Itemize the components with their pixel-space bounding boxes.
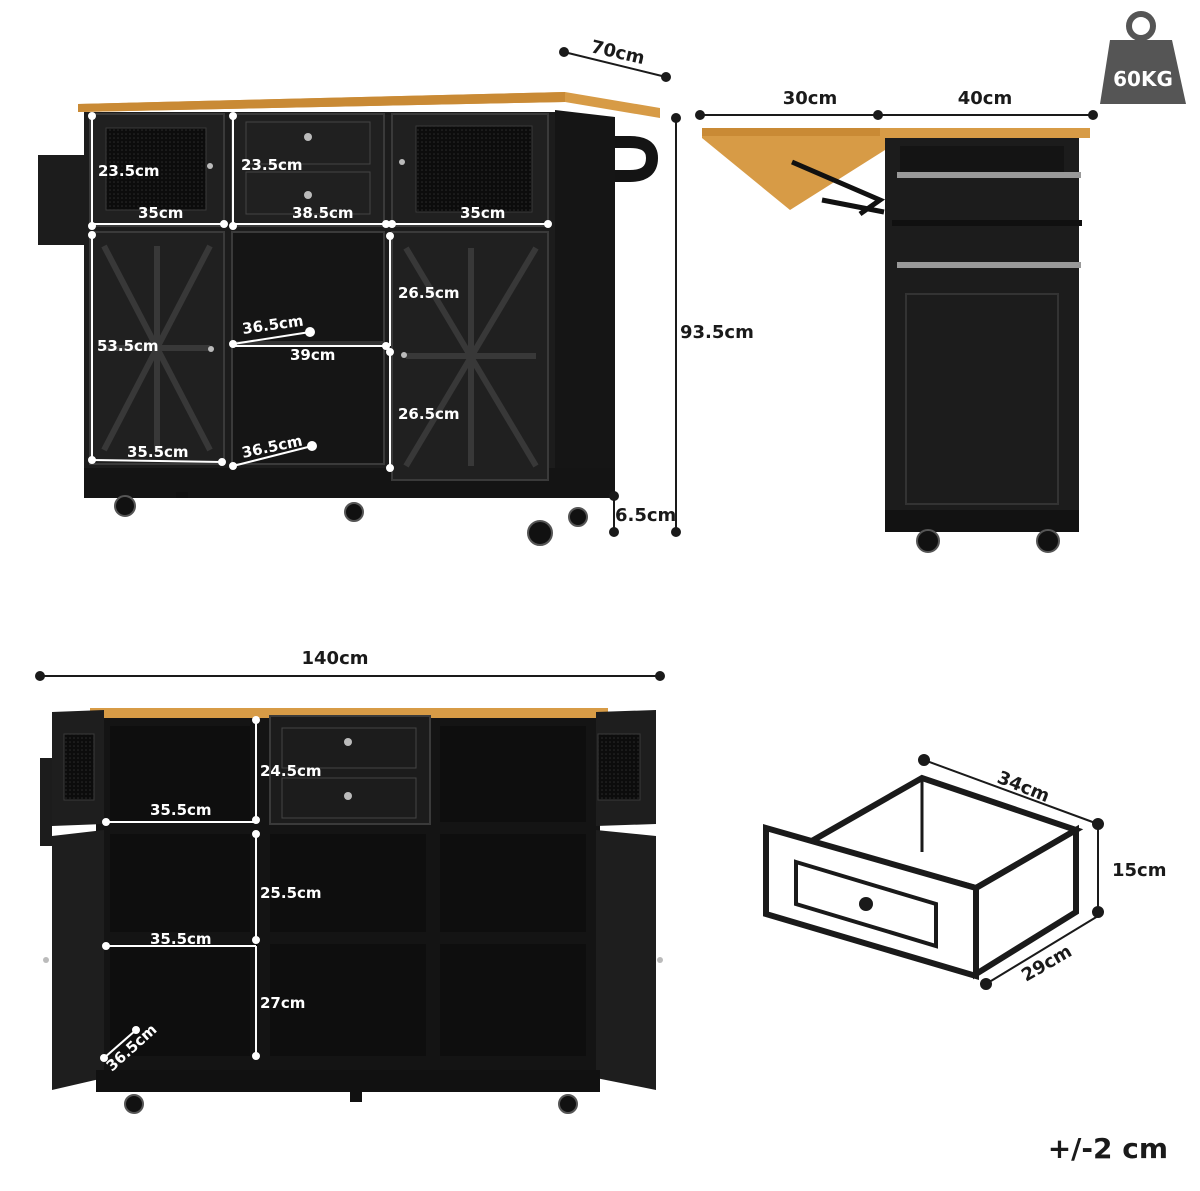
drawer-height: 23.5cm [241,156,303,174]
lower-left-cabinet-height: 53.5cm [97,337,159,355]
front-dimension-lines [88,112,552,472]
right-upper-height: 26.5cm [398,284,460,302]
open-dimension-lines [100,716,260,1062]
open-door-lower-left [52,830,104,1090]
tolerance-note: +/-2 cm [1048,1132,1168,1165]
drop-leaf-width-label: 30cm [783,88,837,109]
total-width-label: 140cm [302,648,369,669]
towel-rail-lower [897,262,1081,268]
side-dimension-lines [695,110,1098,120]
top-shelf-width: 35.5cm [150,801,212,819]
top-right-cabinet-width: 35cm [460,204,505,222]
drawer-length-label: 34cm [994,767,1052,807]
top-left-cabinet-height: 23.5cm [98,162,160,180]
weight-label: 60KG [1113,67,1173,91]
towel-bar [560,136,659,182]
cabinet-side [555,110,615,495]
drawer-dimension-lines [918,754,1104,990]
middle-section-height: 25.5cm [260,884,322,902]
bottom-section-height: 27cm [260,994,305,1012]
drawer-width: 38.5cm [292,204,354,222]
top-left-cabinet-width: 35cm [138,204,183,222]
open-drawers [269,715,431,825]
total-height-label: 93.5cm [680,322,754,343]
lower-left-cabinet-width: 35.5cm [127,443,189,461]
open-shelf [231,231,385,465]
weight-badge: 60KG [1100,11,1186,104]
spice-rack [38,155,86,245]
drawer-knob [859,897,873,911]
front-view: 23.5cm 35cm 23.5cm 38.5cm 35cm 53.5cm 35… [38,36,754,546]
leaf-bracket [791,159,886,217]
caster-wheels [114,492,588,546]
right-lower-height: 26.5cm [398,405,460,423]
open-view: 140cm [35,648,665,1114]
body-depth-label: 40cm [958,88,1012,109]
open-door-lower-right [596,830,656,1090]
drawer-block [231,113,385,227]
side-body [885,138,1079,532]
weight-icon [1100,11,1186,104]
shelf-width: 39cm [290,346,335,364]
drop-leaf [702,128,885,210]
drawer-view: 34cm 15cm 29cm [763,754,1166,990]
drawer-height-label: 15cm [1112,860,1166,881]
open-countertop [90,708,608,718]
front-outer-dimensions [559,47,681,537]
middle-shelf-width: 35.5cm [150,930,212,948]
drawer-section-height: 24.5cm [260,762,322,780]
towel-rail-upper [897,172,1081,178]
side-view: 30cm 40cm [695,88,1098,553]
wheel-height-label: 6.5cm [615,505,676,526]
